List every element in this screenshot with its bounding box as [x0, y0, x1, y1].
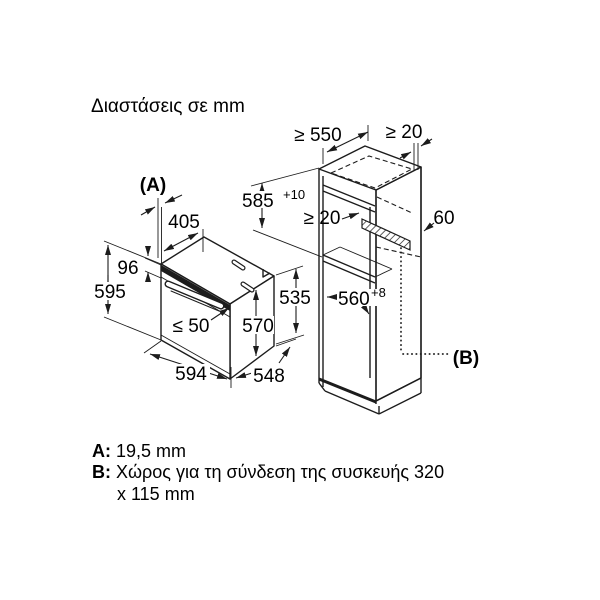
oven-vent-slot-side [240, 281, 255, 293]
footnote-a-label: A: [92, 441, 111, 461]
dim-panel-height [144, 246, 162, 282]
cabinet-drawing [318, 145, 449, 415]
dim-top-depth [163, 229, 204, 252]
dim-handle-clearance-leader [210, 307, 230, 321]
footnote-b-value-line2: x 115 mm [117, 484, 195, 504]
cabinet-dim-60: 60 [433, 208, 454, 229]
label-masks [94, 191, 383, 384]
oven-dim-594: 594 [175, 364, 207, 385]
footnotes: A: 19,5 mm B: Χώρος για τη σύνδεση της σ… [92, 441, 444, 504]
footnote-b-value-line1: Χώρος για τη σύνδεση της συσκευής 320 [116, 462, 444, 482]
oven-front-face [160, 263, 231, 380]
footnote-b-label: B: [92, 462, 111, 482]
cabinet-shelf [322, 246, 393, 284]
dim-vent-depth-leader [423, 222, 435, 232]
cabinet-side-face [375, 166, 422, 402]
oven-dim-548: 548 [253, 366, 285, 387]
vent-cross-section-hatch [361, 218, 411, 251]
dim-front-overhang [140, 194, 183, 263]
oven-label-a: (A) [140, 175, 166, 196]
oven-dim-570: 570 [242, 316, 274, 337]
oven-handle [164, 280, 225, 312]
cabinet-dim-585-tolerance: +10 [283, 187, 305, 202]
cabinet-dim-550: ≥ 550 [294, 125, 341, 146]
cabinet-dim-560: 560 [338, 289, 370, 310]
dim-min-depth [322, 125, 369, 164]
cabinet-dim-585: 585 [242, 191, 274, 212]
oven-top-notch [262, 269, 271, 278]
dim-rear-height [275, 265, 305, 345]
dim-depth [235, 338, 297, 379]
oven-dim-595: 595 [94, 282, 126, 303]
oven-vent-slot-top [231, 259, 246, 271]
cabinet-ceiling-front-edge [322, 184, 376, 207]
connection-space-outline [400, 247, 449, 355]
dim-vent-gap-leader [341, 212, 360, 220]
cabinet-label-b: (B) [453, 348, 479, 369]
footnote-a-value: 19,5 mm [116, 441, 186, 461]
oven-dim-405: 405 [168, 212, 200, 233]
cabinet-dim-560-tolerance: +8 [371, 285, 386, 300]
cabinet-top-hidden-opening [329, 155, 414, 189]
cabinet-dim-20-mid: ≥ 20 [304, 208, 341, 229]
cabinet-ceiling-bottom-edge [322, 190, 376, 213]
dimension-labels: (A) 405 96 595 ≤ 50 570 535 594 548 ≥ 55… [94, 122, 479, 387]
vent-hidden-edge-upper [376, 196, 413, 214]
oven-dim-handle: ≤ 50 [173, 316, 210, 337]
oven-drawing [160, 236, 275, 380]
cabinet-base [318, 377, 422, 415]
cabinet-dim-20-top: ≥ 20 [386, 122, 423, 143]
oven-dim-535: 535 [279, 288, 311, 309]
cabinet-dimensions [250, 125, 435, 315]
diagram-title: Διαστάσεις σε mm [91, 96, 245, 117]
dim-rear-wall-gap [399, 138, 433, 170]
oven-dim-96: 96 [117, 258, 138, 279]
